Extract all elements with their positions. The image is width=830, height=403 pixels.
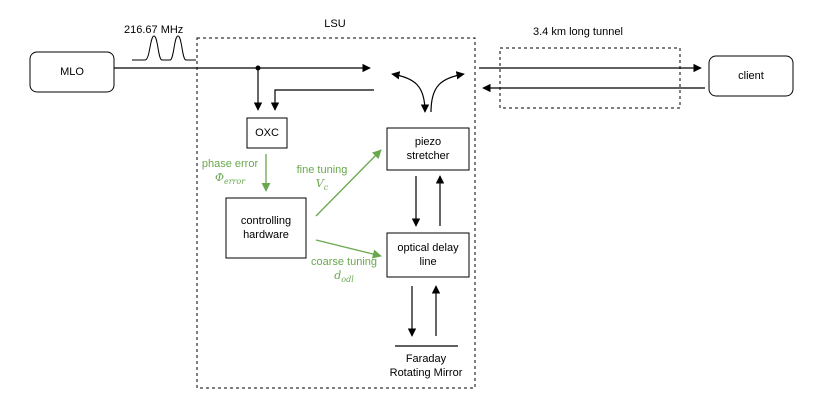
frequency-label: 216.67 MHz [124, 24, 184, 36]
tunnel-label: 3.4 km long tunnel [533, 26, 623, 38]
curved-split-arrow-left [391, 71, 430, 113]
curved-split-arrow-right [430, 71, 465, 113]
lsu-dashed-box [196, 37, 476, 389]
faraday-mirror-label: Faraday Rotating Mirror [376, 352, 476, 380]
phase-error-label: phase error Φerror [200, 158, 260, 188]
coarse-tuning-text: coarse tuning [310, 256, 378, 268]
piezo-line-1: piezo [414, 136, 442, 148]
coarse-tuning-arrow [315, 239, 382, 259]
oxc-box [246, 117, 288, 149]
phase-error-symbol: Φerror [214, 171, 246, 187]
controlling-hardware-box [225, 197, 307, 259]
coarse-tuning-label: coarse tuning dodl [306, 256, 382, 286]
lsu-label: LSU [324, 18, 346, 30]
controller-line-1: controlling [240, 215, 292, 227]
odl-line-2: line [419, 256, 437, 268]
tunnel-dashed-box [499, 47, 681, 109]
optical-delay-line-box [386, 232, 470, 278]
return-to-oxc-arrow [270, 89, 374, 111]
oxc-label: OXC [255, 127, 279, 139]
phase-error-text: phase error [201, 158, 259, 170]
frm-line-2: Rotating Mirror [389, 367, 463, 379]
fine-tuning-symbol: Vc [315, 177, 329, 193]
piezo-stretcher-label: piezo stretcher [387, 135, 469, 163]
controller-line-2: hardware [243, 229, 289, 241]
fine-tuning-label: fine tuning Vc [292, 164, 352, 194]
piezo-stretcher-box [386, 127, 470, 171]
optical-delay-line-label: optical delay line [387, 241, 469, 269]
frm-line-1: Faraday [405, 353, 447, 365]
client-label: client [738, 70, 764, 82]
controlling-hardware-label: controlling hardware [226, 214, 306, 242]
fine-tuning-text: fine tuning [296, 164, 348, 176]
client-box [708, 55, 794, 97]
pulse-waveform [132, 35, 196, 61]
piezo-line-2: stretcher [406, 150, 450, 162]
coarse-tuning-symbol: dodl [334, 269, 354, 285]
mlo-box [29, 51, 115, 93]
fine-tuning-arrow [315, 149, 382, 217]
odl-line-1: optical delay [397, 242, 459, 254]
mlo-label: MLO [60, 66, 84, 78]
